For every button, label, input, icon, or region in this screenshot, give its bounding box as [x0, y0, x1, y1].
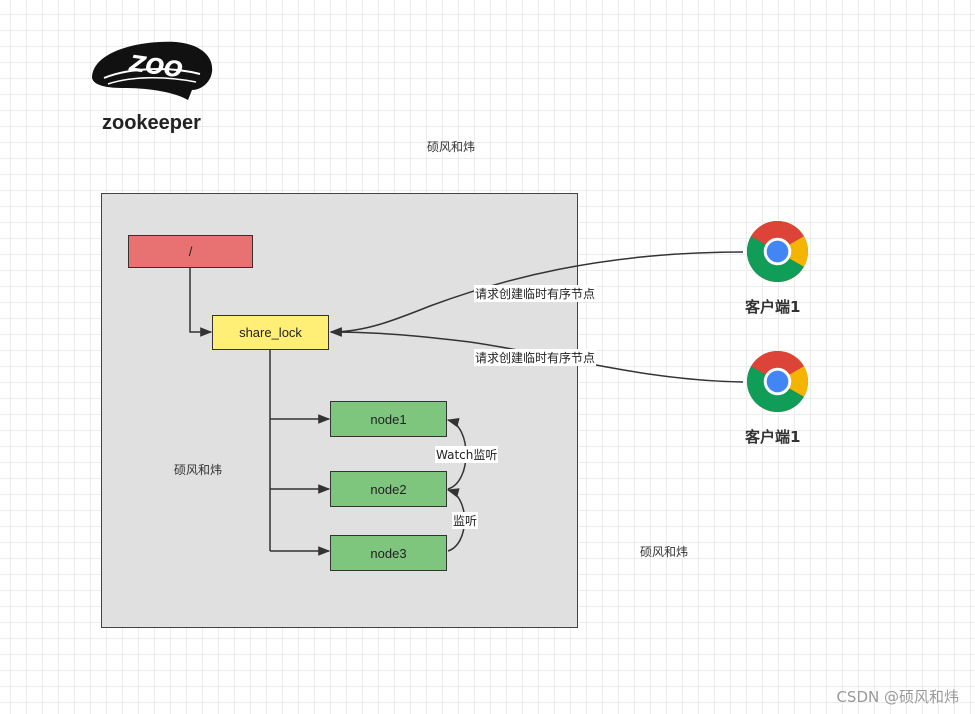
watermark-text: 硕风和炜 [174, 463, 223, 477]
edge-client2-to-lock [329, 327, 744, 383]
edge-root-to-lock [189, 268, 213, 337]
chrome-icon [746, 350, 809, 413]
share-lock-znode: share_lock [212, 315, 329, 350]
node2-znode: node2 [330, 471, 447, 507]
client-label: 客户端1 [745, 428, 801, 446]
request-edge-label: 请求创建临时有序节点 [474, 285, 597, 302]
logo-title: zookeeper [102, 112, 201, 134]
watermark-text: 硕风和炜 [427, 140, 476, 154]
edge-client1-to-lock [329, 251, 744, 337]
chrome-icon [746, 220, 809, 283]
watch-edge-label: Watch监听 [435, 446, 499, 463]
node1-znode: node1 [330, 401, 447, 437]
zookeeper-logo-icon: ZOO [92, 41, 213, 100]
node3-znode: node3 [330, 535, 447, 571]
watermark-text: 硕风和炜 [640, 545, 689, 559]
client-label: 客户端1 [745, 298, 801, 316]
listen-edge-label: 监听 [452, 512, 479, 529]
root-znode: / [128, 235, 253, 268]
csdn-watermark: CSDN @硕风和炜 [836, 688, 959, 706]
request-edge-label: 请求创建临时有序节点 [474, 349, 597, 366]
